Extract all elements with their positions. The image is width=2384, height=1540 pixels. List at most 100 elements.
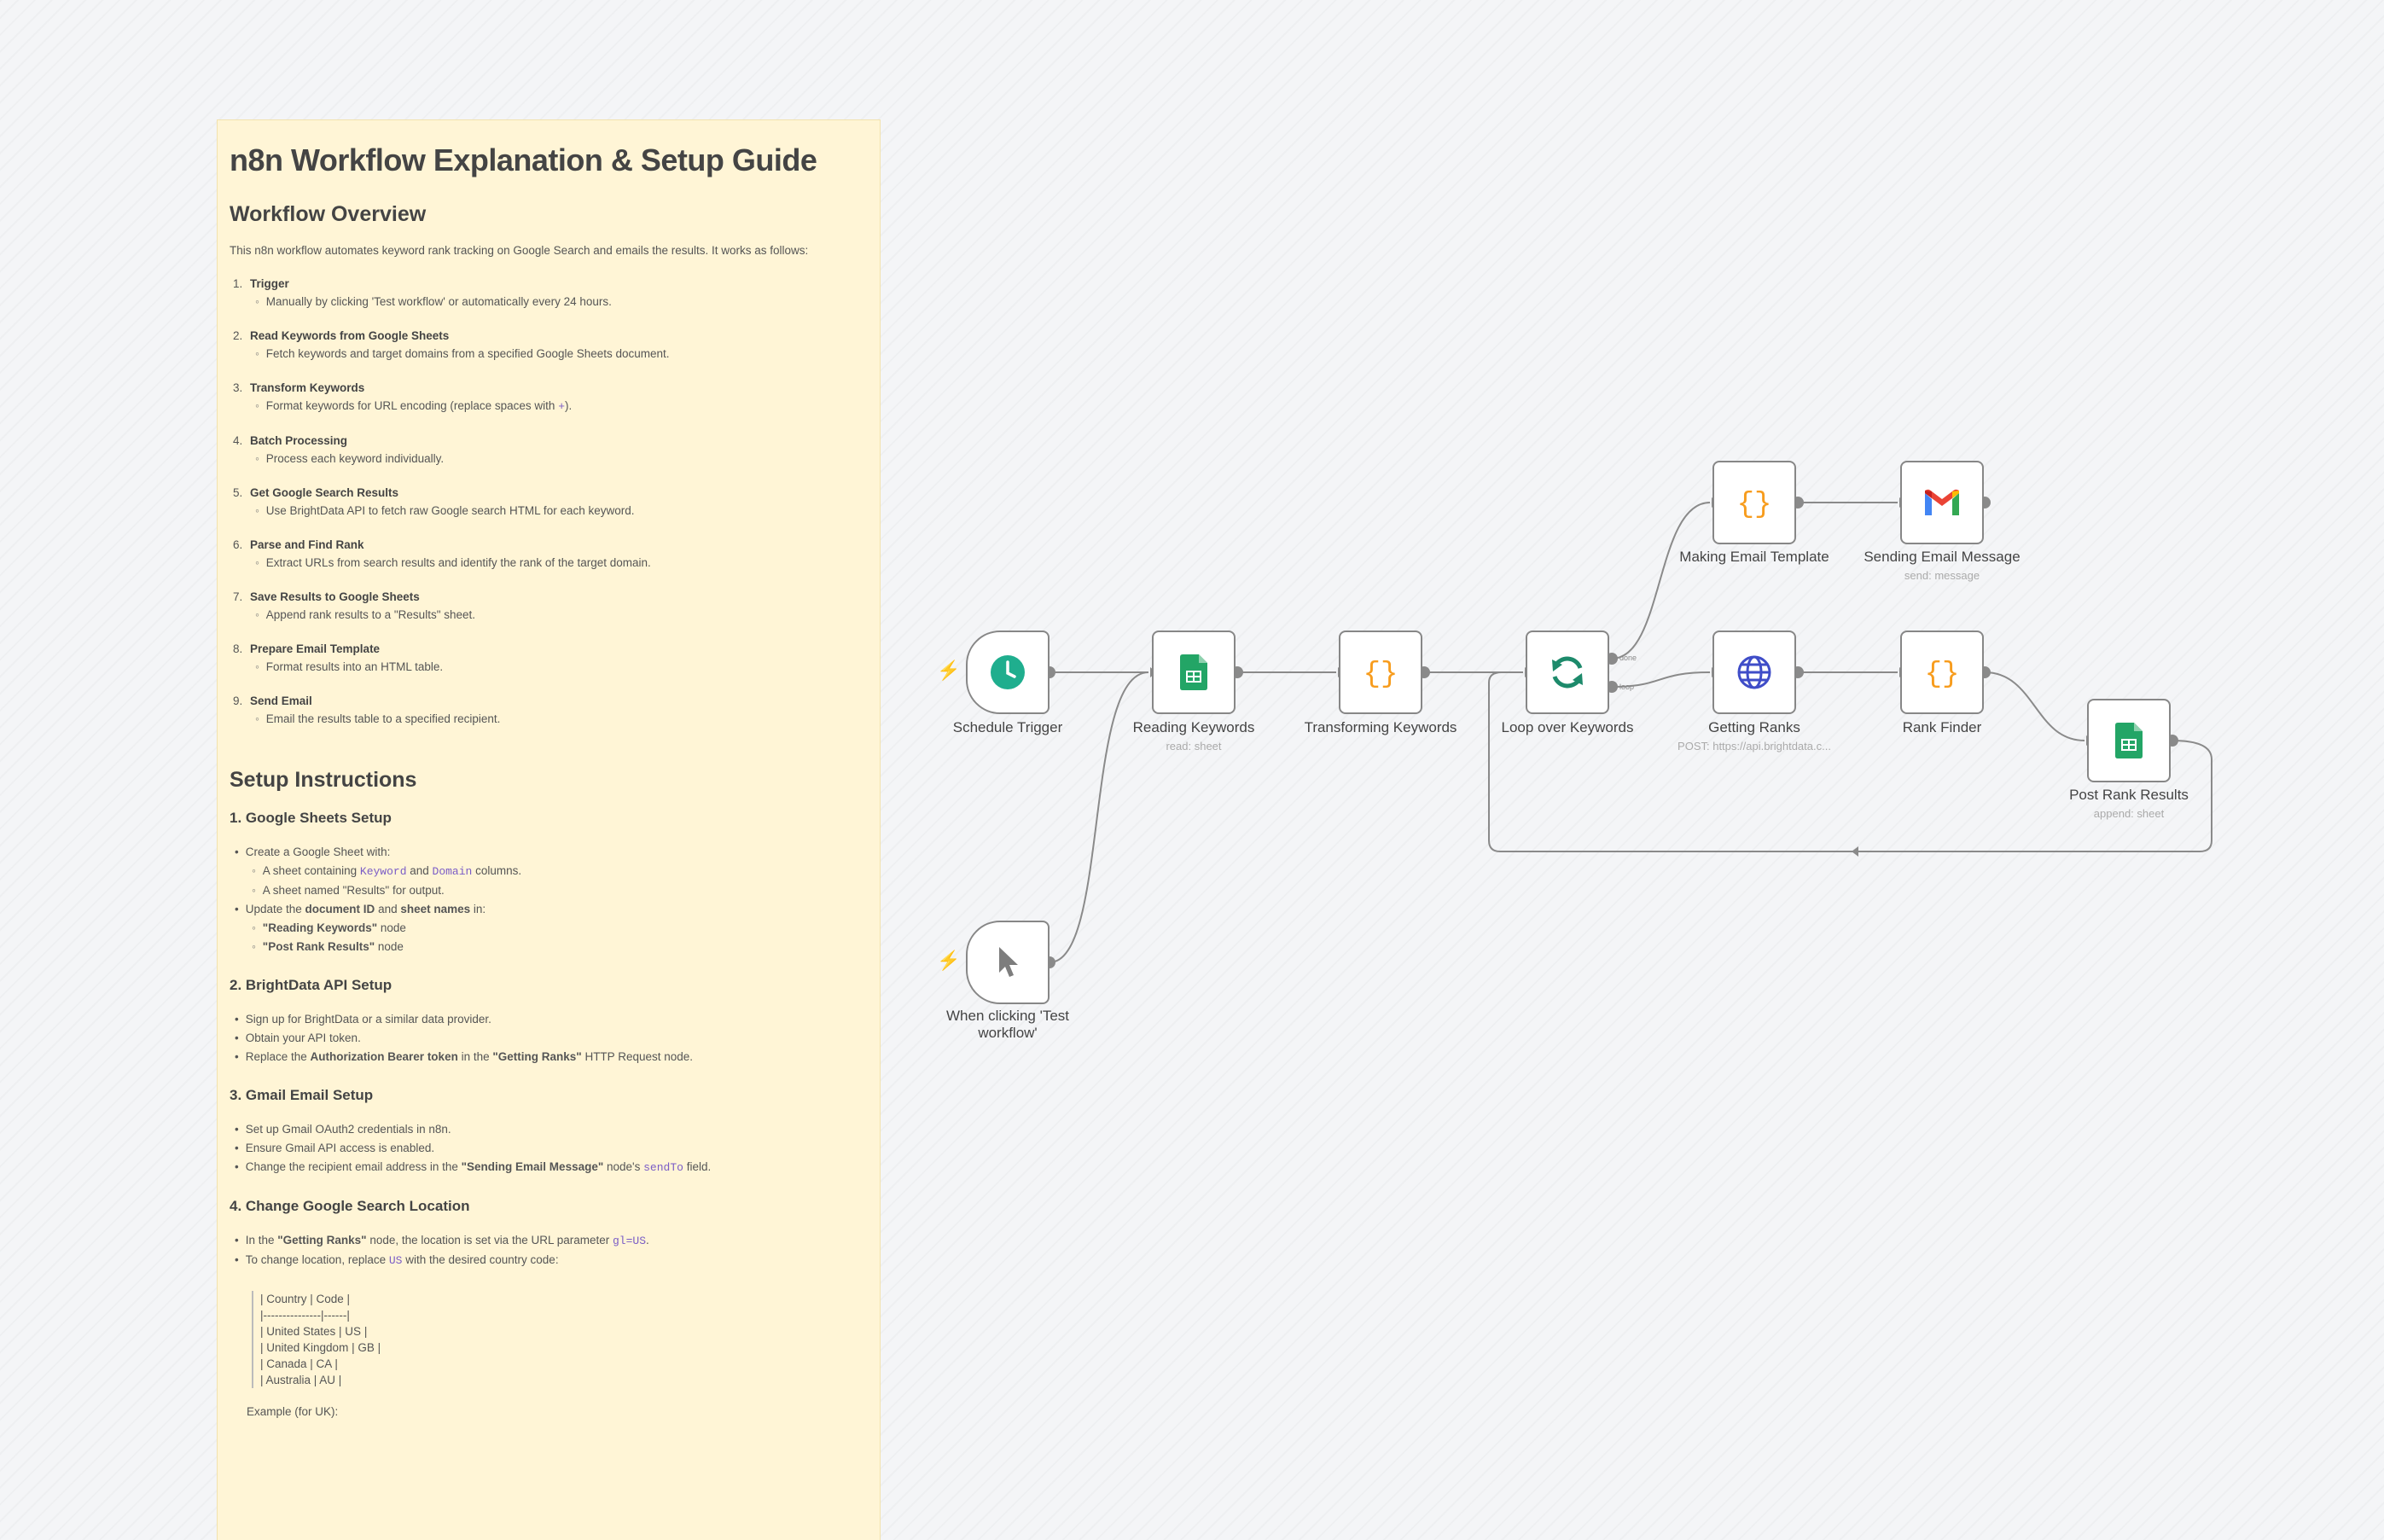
node-transforming-keywords[interactable]: {} [1339, 631, 1422, 714]
google-sheets-icon [2115, 723, 2143, 758]
inline-code: Domain [432, 865, 473, 878]
step-desc: Extract URLs from search results and ide… [255, 556, 868, 569]
code-braces-icon: {} [1364, 659, 1398, 689]
bullet-text: and [406, 864, 433, 877]
svg-text:{}: {} [1364, 659, 1398, 689]
table-row: | Country | Code | [260, 1293, 351, 1305]
steps-list: 1. TriggerManually by clicking 'Test work… [230, 277, 868, 725]
list-item: Sign up for BrightData or a similar data… [235, 1013, 868, 1026]
overview-heading: Workflow Overview [230, 202, 427, 226]
node-subtitle: POST: https://api.brightdata.c... [1678, 740, 1831, 753]
step-number: 4. [233, 434, 243, 447]
edge-loop-template [1611, 502, 1711, 660]
inline-code: sendTo [643, 1161, 683, 1174]
node-rank-finder[interactable]: {} [1900, 631, 1984, 714]
table-row: | Canada | CA | [260, 1357, 338, 1370]
sub-item: A sheet containing Keyword and Domain co… [252, 864, 868, 878]
sticky-note[interactable]: n8n Workflow Explanation & Setup Guide W… [217, 119, 881, 1540]
step-number: 6. [233, 538, 243, 551]
bold-text: "Sending Email Message" [461, 1160, 604, 1173]
bullet-text: node [375, 940, 404, 953]
bullet-text: columns. [472, 864, 522, 877]
node-label: Loop over Keywords [1501, 719, 1634, 735]
node-label-line: When clicking 'Test [945, 1008, 1070, 1024]
list-item: 5.Get Google Search ResultsUse BrightDat… [233, 486, 868, 517]
step-number: 1. [233, 277, 243, 290]
bullet-text: Replace the [245, 1050, 311, 1063]
step-desc: Format results into an HTML table. [255, 660, 868, 673]
step-desc: Email the results table to a specified r… [255, 712, 868, 725]
bullet-text: HTTP Request node. [581, 1050, 694, 1063]
step-title: Trigger [250, 277, 289, 290]
list-item: Set up Gmail OAuth2 credentials in n8n. [235, 1123, 868, 1136]
edge-loop-ranks [1611, 671, 1711, 688]
step-title: Transform Keywords [250, 381, 365, 394]
node-sending-email-message[interactable] [1900, 461, 1984, 544]
list-item: 9.Send EmailEmail the results table to a… [233, 694, 868, 725]
node-getting-ranks[interactable] [1712, 631, 1796, 714]
list-item: 7.Save Results to Google SheetsAppend ra… [233, 590, 868, 621]
bullet-text: To change location, replace [245, 1253, 389, 1266]
list-item: Change the recipient email address in th… [235, 1160, 868, 1174]
table-row: |---------------|------| [260, 1309, 350, 1322]
list-item: 1. TriggerManually by clicking 'Test work… [233, 277, 868, 308]
list-item: Replace the Authorization Bearer token i… [235, 1050, 868, 1063]
step-desc-text: Format keywords for URL encoding (replac… [265, 399, 559, 412]
bullet-text: node's [603, 1160, 644, 1173]
step-title: Read Keywords from Google Sheets [250, 329, 450, 342]
bullet-text: In the [245, 1234, 278, 1247]
edge-finder-post [1984, 671, 2085, 741]
bullet-text: . [646, 1234, 649, 1247]
bold-text: "Getting Ranks" [277, 1234, 367, 1247]
node-making-email-template[interactable]: {} [1712, 461, 1796, 544]
location-setup-section: 4. Change Google Search Location In the … [230, 1198, 868, 1418]
list-item: In the "Getting Ranks" node, the locatio… [235, 1234, 868, 1247]
step-title: Prepare Email Template [250, 642, 381, 655]
table-row: | United Kingdom | GB | [260, 1341, 381, 1354]
bullet-list: In the "Getting Ranks" node, the locatio… [235, 1234, 868, 1267]
node-schedule-trigger[interactable] [966, 631, 1050, 714]
bullet-list: Set up Gmail OAuth2 credentials in n8n. … [235, 1123, 868, 1174]
node-subtitle: read: sheet [1166, 740, 1222, 753]
step-title: Batch Processing [250, 434, 348, 447]
step-desc: Manually by clicking 'Test workflow' or … [255, 295, 868, 308]
code-braces-icon: {} [1925, 659, 1960, 689]
bullet-text: field. [683, 1160, 712, 1173]
step-number: 2. [233, 329, 243, 342]
node-subtitle: send: message [1904, 569, 1980, 582]
bullet-text: Update the [245, 903, 305, 915]
section-heading: 4. Change Google Search Location [230, 1198, 470, 1214]
loop-output-done-label: done [1619, 654, 1637, 662]
node-reading-keywords[interactable] [1152, 631, 1236, 714]
step-title: Parse and Find Rank [250, 538, 364, 551]
bullet-list: Create a Google Sheet with: A sheet cont… [235, 846, 868, 953]
step-title: Save Results to Google Sheets [250, 590, 420, 603]
bullet-text: with the desired country code: [402, 1253, 559, 1266]
node-post-rank-results[interactable] [2087, 699, 2171, 782]
list-item: To change location, replace US with the … [235, 1253, 868, 1267]
node-label: Getting Ranks [1708, 719, 1800, 735]
node-manual-trigger[interactable] [966, 921, 1050, 1004]
inline-code: Keyword [359, 865, 407, 878]
node-label: Post Rank Results [2069, 787, 2189, 803]
inline-code: US [388, 1254, 403, 1267]
step-number: 9. [233, 694, 243, 707]
overview-intro: This n8n workflow automates keyword rank… [230, 244, 809, 257]
bullet-text: in the [457, 1050, 493, 1063]
bullet-text: Change the recipient email address in th… [245, 1160, 462, 1173]
node-label: Sending Email Message [1864, 549, 2021, 565]
node-loop-over-keywords[interactable] [1526, 631, 1609, 714]
globe-icon [1737, 655, 1771, 689]
bullet-text: node, the location is set via the URL pa… [366, 1234, 613, 1247]
bold-text: document ID [305, 903, 375, 915]
node-label: Transforming Keywords [1304, 719, 1457, 735]
refresh-icon [1552, 656, 1583, 689]
list-item: Obtain your API token. [235, 1032, 868, 1044]
arrowhead [1852, 846, 1858, 857]
list-item: 4.Batch ProcessingProcess each keyword i… [233, 434, 868, 465]
section-heading: 1. Google Sheets Setup [230, 810, 392, 826]
brightdata-setup-section: 2. BrightData API Setup Sign up for Brig… [230, 977, 868, 1063]
node-subtitle: append: sheet [2093, 807, 2165, 820]
node-label: Making Email Template [1679, 549, 1829, 565]
